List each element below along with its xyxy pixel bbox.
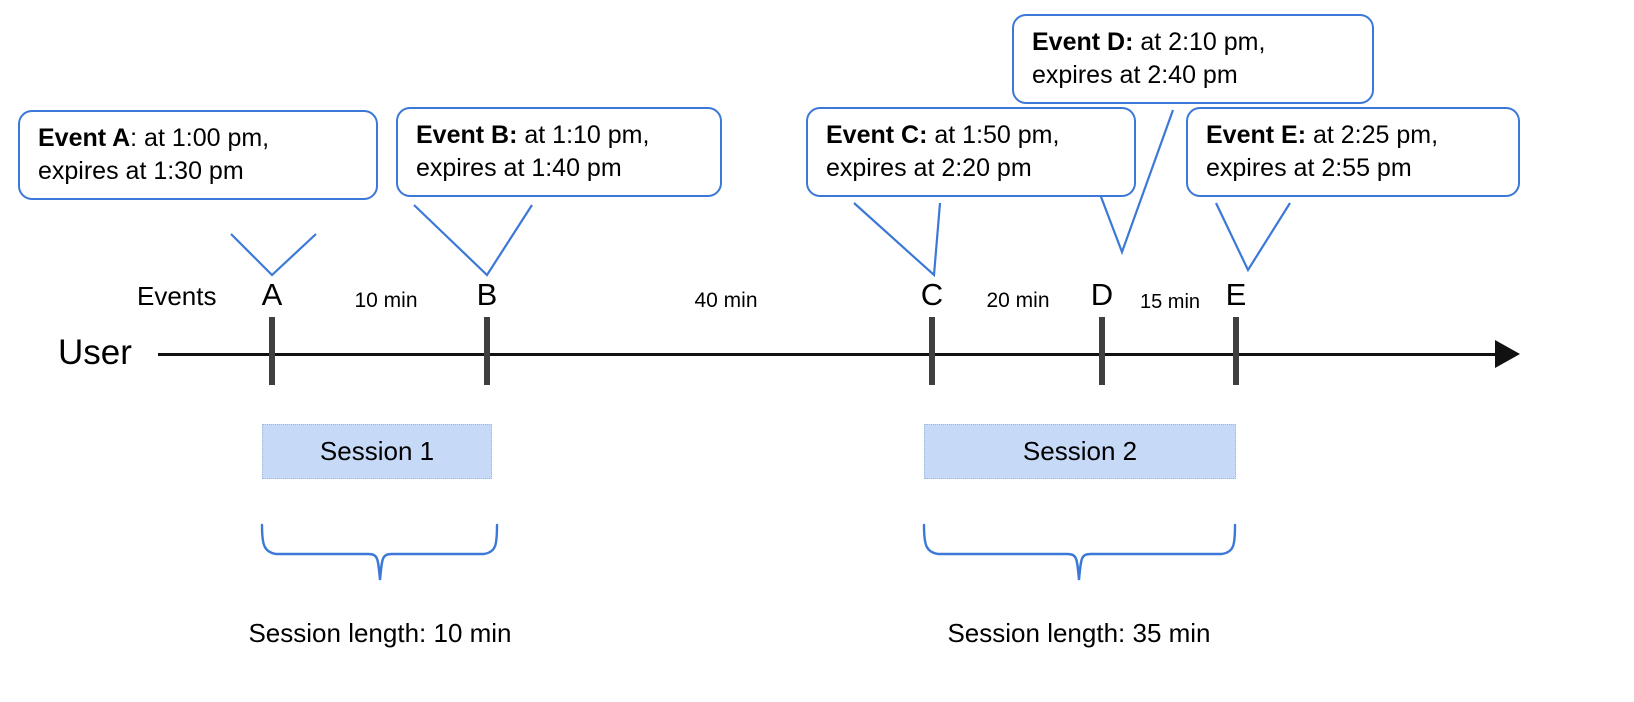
session-box-2: Session 2	[924, 424, 1236, 479]
timeline-tick-d	[1099, 317, 1105, 385]
events-row-label: Events	[137, 281, 217, 311]
gap-label-a-b: 10 min	[354, 289, 418, 312]
callout-event-e: Event E: at 2:25 pm, expires at 2:55 pm	[1186, 107, 1520, 197]
event-letter-c: C	[920, 277, 944, 312]
callout-c-separator: :	[919, 121, 928, 149]
callout-c-title: Event C	[826, 121, 920, 149]
callout-d-line2: expires at 2:40 pm	[1032, 61, 1238, 89]
event-letter-a: A	[261, 277, 283, 312]
session-brace-2	[922, 523, 1237, 581]
callout-event-c: Event C: at 1:50 pm, expires at 2:20 pm	[806, 107, 1136, 197]
timeline-tick-c	[929, 317, 935, 385]
session-brace-1	[260, 523, 499, 581]
callout-b-title: Event B	[416, 121, 510, 149]
callout-pointer-e	[1215, 202, 1291, 273]
callout-e-title: Event E	[1206, 121, 1298, 149]
callout-b-separator: :	[509, 121, 518, 149]
callout-event-b: Event B: at 1:10 pm, expires at 1:40 pm	[396, 107, 722, 197]
callout-pointer-c	[853, 202, 942, 278]
callout-a-title: Event A	[38, 124, 131, 152]
timeline-tick-e	[1233, 317, 1239, 385]
callout-a-separator: :	[130, 124, 138, 152]
gap-label-d-e: 15 min	[1139, 291, 1201, 313]
timeline-tick-a	[269, 317, 275, 385]
callout-pointer-a	[230, 233, 317, 277]
session-1-label: Session 1	[319, 436, 435, 466]
user-axis-label: User	[58, 333, 132, 372]
callout-d-separator: :	[1125, 28, 1134, 56]
callout-pointer-b	[413, 204, 533, 277]
callout-e-separator: :	[1297, 121, 1307, 149]
callout-e-line2: expires at 2:55 pm	[1206, 154, 1412, 182]
callout-b-line2: expires at 1:40 pm	[416, 154, 622, 182]
callout-event-a: Event A: at 1:00 pm, expires at 1:30 pm	[18, 110, 378, 200]
session-1-length-caption: Session length: 10 min	[248, 618, 512, 648]
timeline-axis	[158, 353, 1498, 356]
callout-b-line1-rest: at 1:10 pm,	[517, 121, 650, 149]
callout-c-line1-rest: at 1:50 pm,	[927, 121, 1060, 149]
event-letter-e: E	[1225, 277, 1247, 312]
callout-a-line2: expires at 1:30 pm	[38, 157, 244, 185]
callout-event-d: Event D: at 2:10 pm, expires at 2:40 pm	[1012, 14, 1374, 104]
session-2-length-caption: Session length: 35 min	[947, 618, 1211, 648]
session-2-label: Session 2	[1022, 436, 1138, 466]
session-box-1: Session 1	[262, 424, 492, 479]
timeline-tick-b	[484, 317, 490, 385]
event-letter-d: D	[1090, 277, 1114, 312]
callout-d-title: Event D	[1032, 28, 1126, 56]
callout-a-line1-rest: at 1:00 pm,	[137, 124, 270, 152]
gap-label-b-c: 40 min	[694, 289, 758, 312]
callout-c-line2: expires at 2:20 pm	[826, 154, 1032, 182]
timeline-arrowhead	[1495, 340, 1520, 368]
callout-d-line1-rest: at 2:10 pm,	[1133, 28, 1266, 56]
gap-label-c-d: 20 min	[986, 289, 1050, 312]
callout-e-line1-rest: at 2:25 pm,	[1306, 121, 1439, 149]
event-letter-b: B	[476, 277, 498, 312]
